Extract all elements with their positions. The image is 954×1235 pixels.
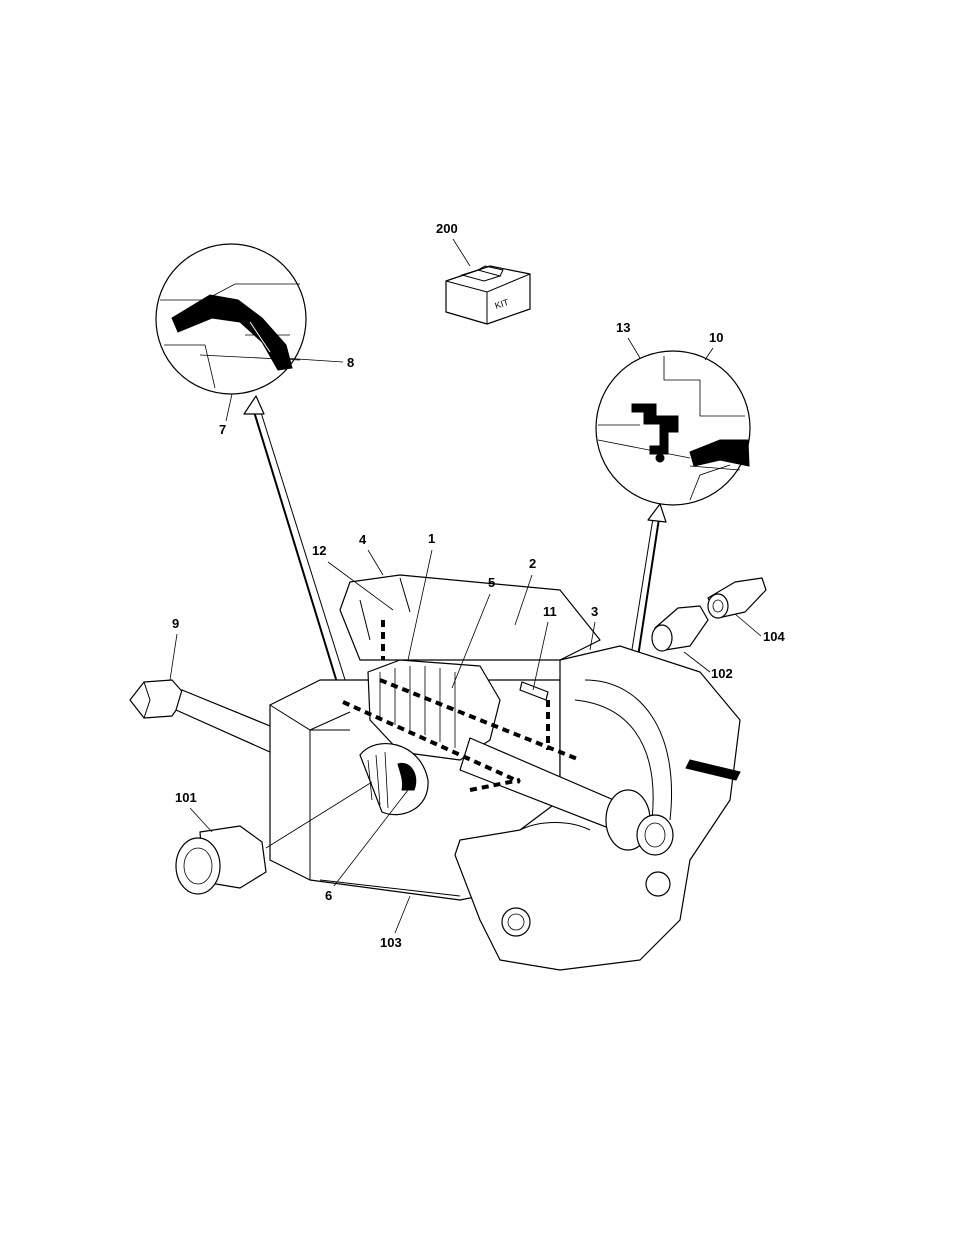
leader-103 bbox=[395, 896, 410, 933]
detail-arrow-left bbox=[244, 396, 352, 702]
leader-104 bbox=[735, 614, 761, 636]
kit-box: KIT bbox=[446, 266, 530, 324]
callout-7: 7 bbox=[219, 422, 226, 437]
callout-5: 5 bbox=[488, 575, 495, 590]
leader-9 bbox=[170, 634, 177, 680]
callout-9: 9 bbox=[172, 616, 179, 631]
callout-101: 101 bbox=[175, 790, 197, 805]
callout-103: 103 bbox=[380, 935, 402, 950]
callout-12: 12 bbox=[312, 543, 326, 558]
pump-assembly bbox=[130, 575, 740, 970]
callout-4: 4 bbox=[359, 532, 367, 547]
callout-200: 200 bbox=[436, 221, 458, 236]
callout-3: 3 bbox=[591, 604, 598, 619]
bolt-shank bbox=[176, 690, 275, 752]
callout-2: 2 bbox=[529, 556, 536, 571]
leader-10 bbox=[705, 348, 713, 360]
callout-11: 11 bbox=[543, 604, 557, 619]
callout-104: 104 bbox=[763, 629, 785, 644]
fitting-102 bbox=[652, 606, 708, 651]
callout-102: 102 bbox=[711, 666, 733, 681]
callout-6: 6 bbox=[325, 888, 332, 903]
leader-4 bbox=[368, 550, 383, 575]
detail-circle-right bbox=[596, 351, 750, 505]
fitting-101 bbox=[176, 826, 266, 894]
callout-13: 13 bbox=[616, 320, 630, 335]
detail-circle-left bbox=[156, 244, 306, 394]
leader-101 bbox=[190, 808, 212, 832]
leader-7 bbox=[226, 394, 232, 421]
center-housing bbox=[340, 575, 600, 660]
bolt-head bbox=[130, 680, 186, 718]
callout-10: 10 bbox=[709, 330, 723, 345]
fitting-104 bbox=[708, 578, 766, 618]
callout-1: 1 bbox=[428, 531, 435, 546]
leader-13 bbox=[628, 338, 640, 358]
callout-8: 8 bbox=[347, 355, 354, 370]
leader-200 bbox=[453, 239, 470, 266]
